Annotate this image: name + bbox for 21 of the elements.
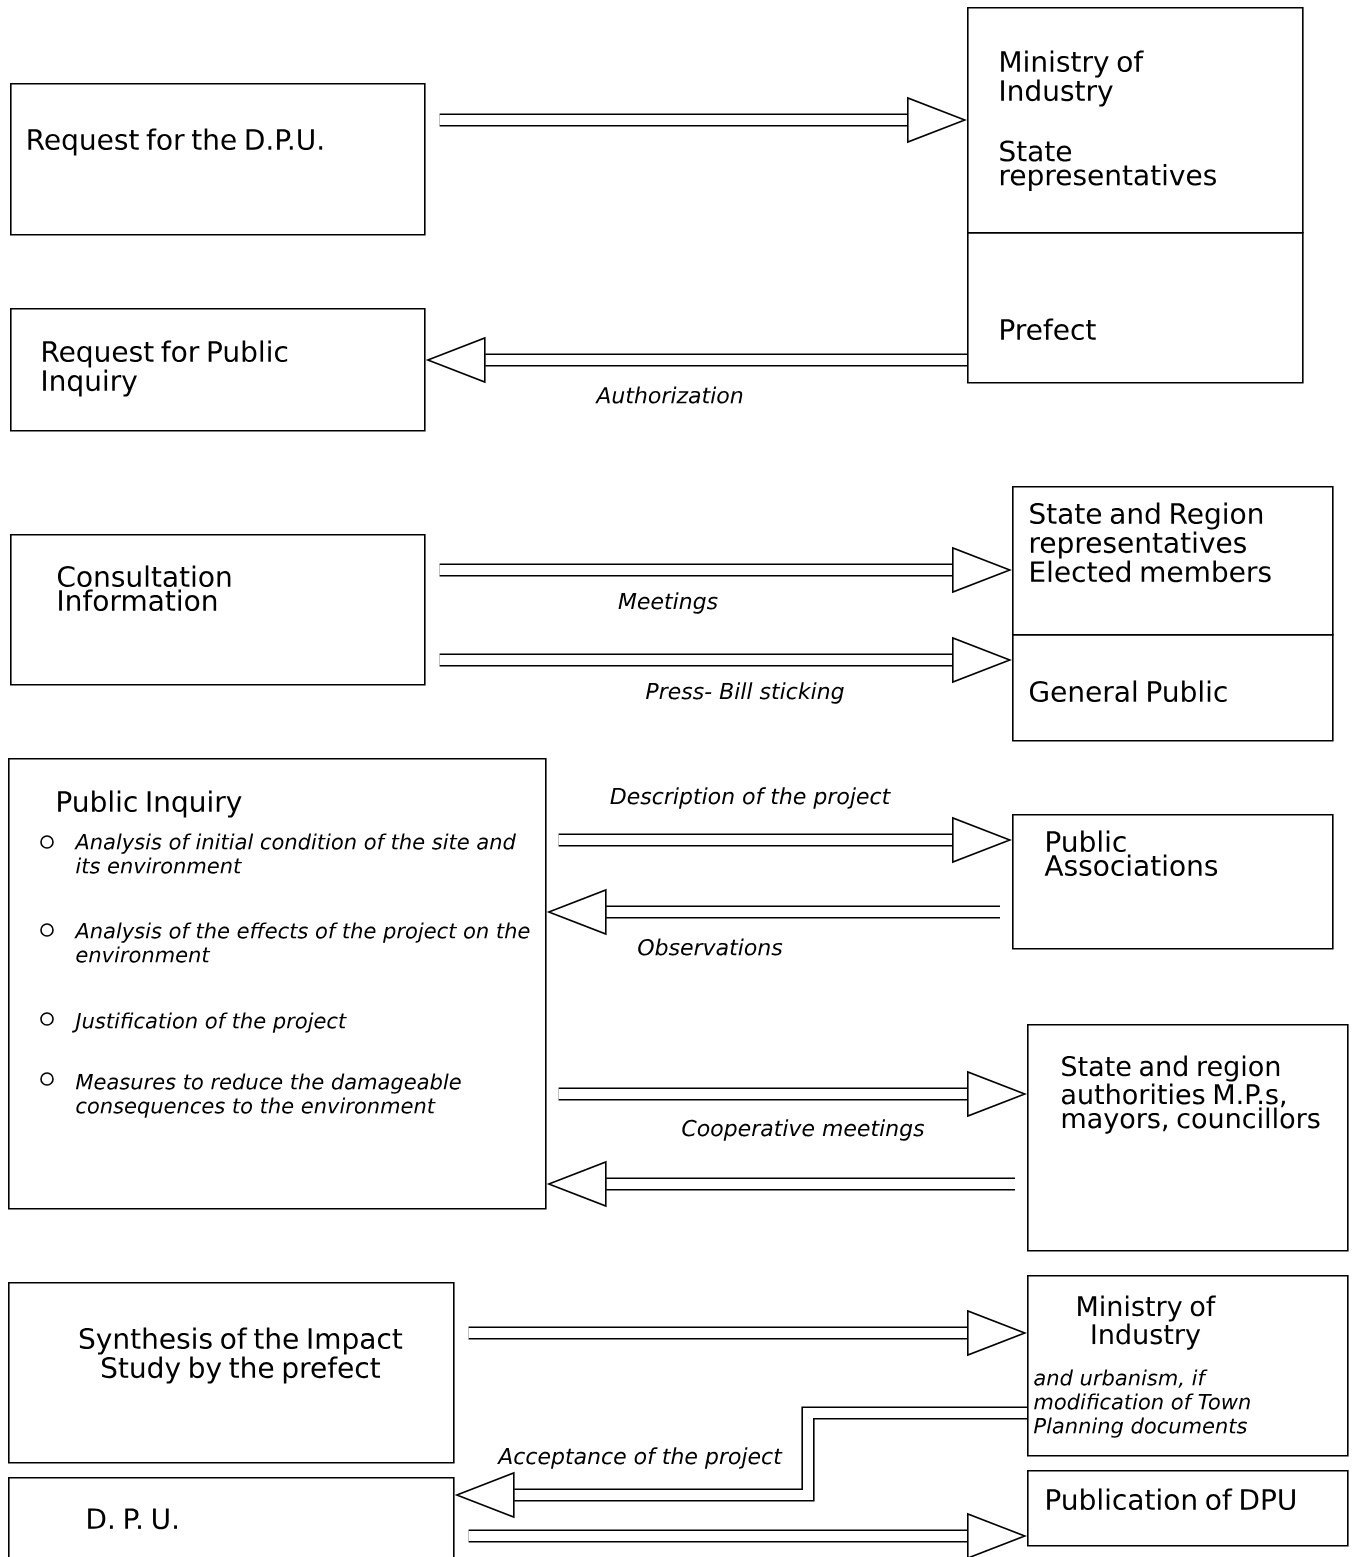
edge-label: Acceptance of the project [496, 1445, 784, 1471]
process-box: Consultation Information [10, 534, 426, 686]
process-box: Synthesis of the Impact Study by the prefect [8, 1282, 455, 1464]
process-box: Prefect [967, 232, 1304, 384]
edge-label: Description of the project [607, 785, 893, 811]
process-box: State and region authorities M.P.s, mayors, councillors [1027, 1024, 1349, 1252]
edge-label: Cooperative meetings [679, 1117, 927, 1143]
process-box: Publication of DPU [1027, 1470, 1349, 1547]
edge-label: Meetings [615, 590, 721, 616]
edge-label: Press- Bill sticking [643, 680, 847, 706]
process-box: Request for the D.P.U. [10, 83, 426, 236]
process-box: Ministry of Industry State representatives [967, 7, 1304, 234]
process-box: State and Region representatives Elected members [1012, 486, 1334, 636]
process-box: Public Associations [1012, 814, 1334, 950]
process-box: Public Inquiry Analysis of initial condition of the site and its environment Analysis of the effects of the project on the environment Justification of the project Measures to reduce the damageable consequences to the environment [8, 758, 547, 1210]
process-box: General Public [1012, 634, 1334, 742]
process-box: D. P. U. [8, 1477, 455, 1557]
edge-label: Authorization [594, 384, 746, 406]
process-box: Request for Public Inquiry [10, 308, 426, 432]
edge-label: Observations [635, 936, 785, 958]
process-box: Ministry of Industry and urbanism, if modification of Town Planning documents [1027, 1275, 1349, 1457]
